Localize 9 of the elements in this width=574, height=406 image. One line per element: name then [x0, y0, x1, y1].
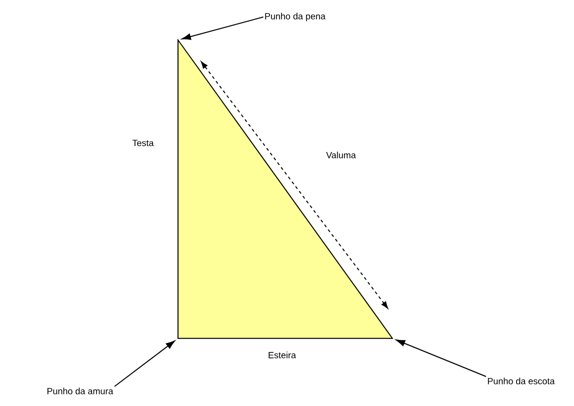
corner-label: Punho da pena	[265, 12, 326, 22]
part-label: Esteira	[268, 352, 296, 358]
part-label: Valuma	[326, 152, 356, 158]
corner-label: Punho da amura	[47, 388, 114, 394]
arrow	[396, 340, 487, 377]
arrow	[114, 340, 175, 387]
arrow	[182, 16, 264, 40]
corner-label: Punho da escota	[488, 378, 555, 384]
part-label: Testa	[132, 140, 154, 146]
